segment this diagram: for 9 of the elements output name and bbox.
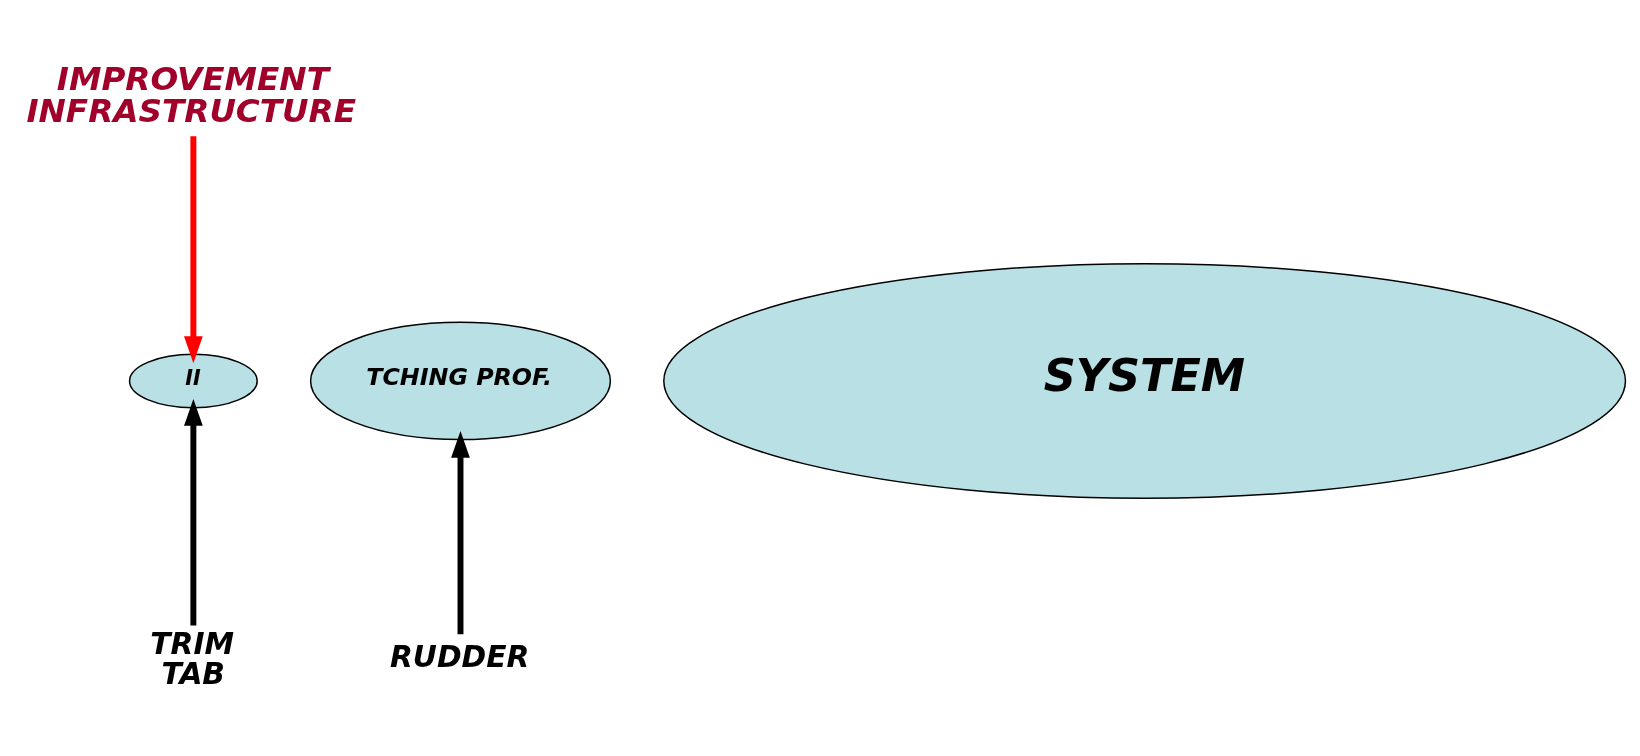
node-text: IMPROVEMENT INFRASTRUCTURE <box>26 59 356 131</box>
node-text: TRIM TAB <box>150 626 234 691</box>
arrow <box>184 136 203 364</box>
node-ellipse: TCHING PROF. <box>309 321 612 441</box>
arrow <box>451 430 470 635</box>
arrow <box>184 399 203 626</box>
node-ellipse: II <box>128 353 258 409</box>
node-text: RUDDER <box>390 639 530 675</box>
node-ellipse: SYSTEM <box>663 263 1627 499</box>
